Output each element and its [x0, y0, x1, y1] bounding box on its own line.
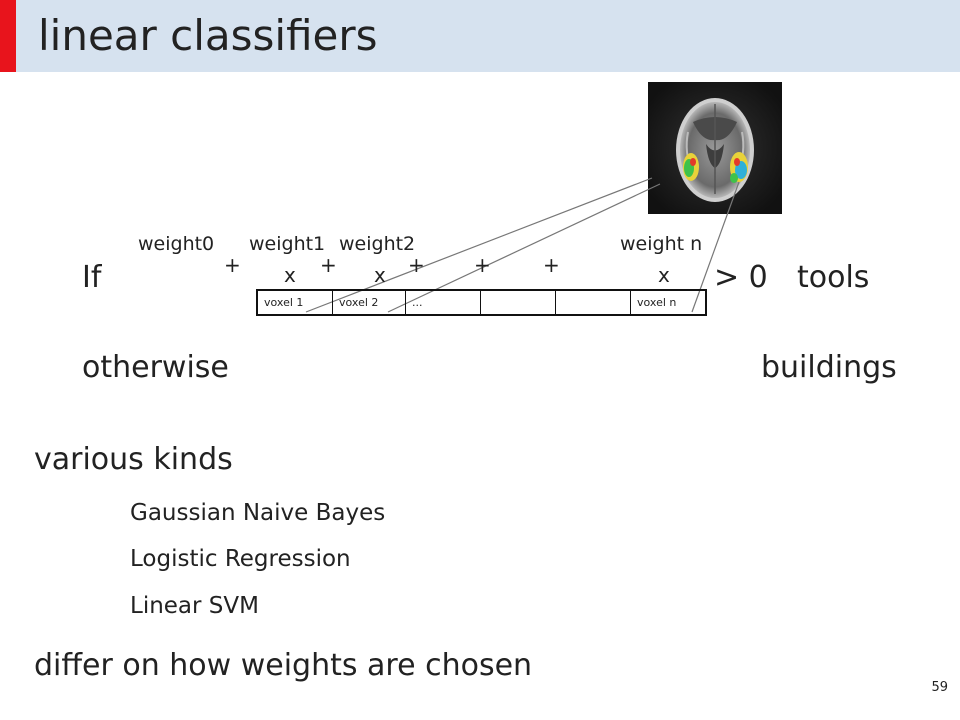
voxel-cell: voxel n: [637, 296, 677, 309]
times-operator: x: [658, 263, 670, 287]
negative-class-label: buildings: [761, 350, 897, 385]
threshold-label: > 0: [714, 260, 768, 295]
plus-operator: +: [543, 253, 560, 277]
method-list-item: Gaussian Naive Bayes: [130, 500, 386, 526]
brain-scan-image: [648, 82, 782, 214]
section-heading: various kinds: [34, 442, 233, 477]
plus-operator: +: [320, 253, 337, 277]
method-list-item: Logistic Regression: [130, 546, 351, 572]
voxel-cell: [481, 291, 556, 314]
page-number: 59: [931, 680, 948, 695]
plus-operator: +: [474, 253, 491, 277]
plus-operator: +: [408, 253, 425, 277]
voxel-cell: voxel 2: [333, 291, 406, 314]
positive-class-label: tools: [797, 260, 870, 295]
weight-label-n: weight n: [620, 233, 703, 255]
if-label: If: [82, 260, 102, 295]
otherwise-label: otherwise: [82, 350, 229, 385]
method-list-item: Linear SVM: [130, 593, 259, 619]
voxel-vector: voxel 1 voxel 2 ... voxel n: [256, 289, 707, 316]
slide-title: linear classifiers: [38, 11, 378, 60]
times-operator: x: [284, 263, 296, 287]
times-operator: x: [374, 263, 386, 287]
voxel-cell: [556, 291, 631, 314]
title-accent-stripe: [0, 0, 16, 72]
voxel-cell: voxel 1: [258, 291, 333, 314]
weight-label-1: weight1: [249, 233, 326, 255]
footer-statement: differ on how weights are chosen: [34, 648, 533, 683]
weight-label-0: weight0: [138, 233, 215, 255]
weight-label-2: weight2: [339, 233, 416, 255]
title-bar: [0, 0, 960, 72]
plus-operator: +: [224, 253, 241, 277]
voxel-cell: ...: [406, 291, 481, 314]
